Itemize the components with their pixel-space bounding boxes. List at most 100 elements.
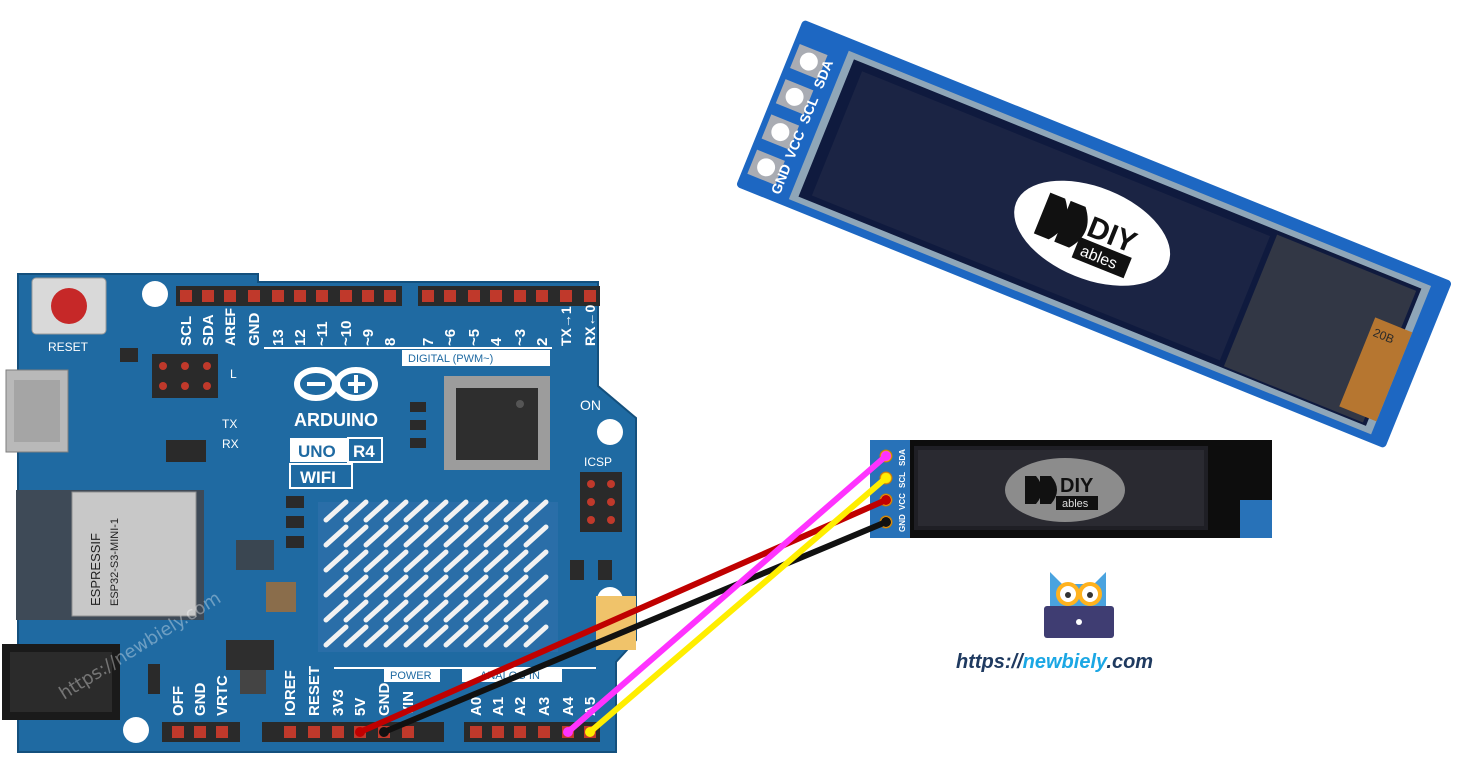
- on-label: ON: [580, 397, 601, 413]
- top-left-pin-label: AREF: [222, 307, 238, 346]
- site-prefix: https://: [956, 651, 1025, 673]
- model-uno: UNO: [298, 442, 336, 461]
- wire-2: [565, 453, 889, 735]
- top-left-pin-label: ~9: [360, 329, 377, 346]
- oled-large-pin-hole: [785, 87, 804, 106]
- top-left-pin-label: 8: [382, 338, 399, 346]
- oled-large-pin-hole: [771, 123, 790, 142]
- digital-label: DIGITAL (PWM~): [408, 353, 493, 365]
- power-pin-2: [332, 726, 344, 738]
- top-right-pin-3: [490, 290, 502, 302]
- top-left-pin-label: SCL: [178, 316, 195, 346]
- wire-end-board: [355, 727, 365, 737]
- bottom-left-pin-1: [194, 726, 206, 738]
- analog-pin-2: [514, 726, 526, 738]
- led-matrix: [318, 499, 558, 652]
- top-left-pin-2: [224, 290, 236, 302]
- wire-3: [587, 475, 889, 735]
- bottom-left-pin-2: [216, 726, 228, 738]
- top-right-pin-0: [422, 290, 434, 302]
- top-left-pin-label: ~11: [314, 321, 331, 346]
- wire-end-board: [563, 727, 573, 737]
- top-right-pin-1: [444, 290, 456, 302]
- top-left-pin-6: [316, 290, 328, 302]
- model-wifi: WIFI: [300, 468, 336, 487]
- top-right-pin-label: 7: [420, 338, 437, 346]
- analog-pin-label: A1: [490, 697, 507, 716]
- top-left-pin-label: SDA: [200, 314, 217, 346]
- power-pin-5: [402, 726, 414, 738]
- power-pin-label: RESET: [306, 666, 323, 716]
- top-left-pin-label: 12: [292, 329, 309, 346]
- power-pin-label: GND: [376, 683, 393, 717]
- power-label: POWER: [390, 670, 432, 682]
- wires: [355, 451, 891, 737]
- power-pin-label: IOREF: [282, 670, 299, 716]
- oled-large-pin-hole: [757, 158, 776, 177]
- bottom-left-pin-0: [172, 726, 184, 738]
- oled-small-logo-main: DIY: [1060, 475, 1094, 497]
- module-label-2: ESP32-S3-MINI-1: [109, 518, 121, 606]
- tx-label: TX: [222, 417, 237, 431]
- oled-large-pin-hole: [799, 52, 818, 71]
- analog-pin-label: A2: [512, 697, 529, 716]
- top-right-pin-4: [514, 290, 526, 302]
- top-left-pin-1: [202, 290, 214, 302]
- oled-small-pin-label: GND: [898, 514, 907, 532]
- top-right-pin-7: [584, 290, 596, 302]
- arduino-logo: [294, 367, 378, 401]
- top-right-pin-label: ~3: [512, 329, 529, 346]
- model-r4: R4: [353, 442, 375, 461]
- power-pin-label: 5V: [352, 698, 369, 716]
- module-label-1: ESPRESSIF: [88, 533, 103, 606]
- wire-end-board: [585, 727, 595, 737]
- analog-pin-3: [538, 726, 550, 738]
- analog-pin-label: A3: [536, 697, 553, 716]
- wire-0: [357, 497, 889, 735]
- top-right-pin-label: RX←0: [582, 305, 598, 346]
- analog-pin-label: A0: [468, 697, 485, 716]
- l-label: L: [230, 367, 237, 381]
- wire-end-board: [379, 727, 389, 737]
- wire-end-oled: [881, 495, 891, 505]
- analog-pin-0: [470, 726, 482, 738]
- site-url[interactable]: https://newbiely.com: [956, 651, 1153, 673]
- top-left-pin-4: [272, 290, 284, 302]
- power-pin-0: [284, 726, 296, 738]
- top-right-pin-label: 4: [488, 337, 505, 346]
- brand-label: ARDUINO: [294, 410, 378, 430]
- top-left-pin-label: ~10: [338, 321, 355, 346]
- owl-logo-icon: [1044, 572, 1114, 638]
- top-right-pin-label: 2: [534, 338, 551, 346]
- wire-end-oled: [881, 451, 891, 461]
- oled-large-watermark: om: [1153, 92, 1195, 128]
- top-left-pin-9: [384, 290, 396, 302]
- top-left-pin-8: [362, 290, 374, 302]
- top-left-pin-0: [180, 290, 192, 302]
- top-right-pin-6: [560, 290, 572, 302]
- top-left-pin-3: [248, 290, 260, 302]
- power-pin-1: [308, 726, 320, 738]
- analog-pin-label: A4: [560, 696, 577, 716]
- arduino-board: RESET ESPRESSIF ESP32-S3-MINI-1 ICSP: [2, 273, 637, 753]
- power-pin-label: 3V3: [330, 689, 347, 716]
- top-left-pin-7: [340, 290, 352, 302]
- wire-end-oled: [881, 473, 891, 483]
- wire-end-oled: [881, 517, 891, 527]
- top-right-pin-label: TX→1: [558, 306, 574, 346]
- top-right-pin-label: ~5: [466, 329, 483, 346]
- top-right-pin-2: [468, 290, 480, 302]
- bottom-left-pin-label: OFF: [170, 686, 187, 716]
- oled-small-pin-label: VCC: [898, 493, 907, 510]
- site-name: newbiely: [1023, 651, 1108, 673]
- oled-small-pin-label: SCL: [898, 472, 907, 488]
- top-right-pin-5: [536, 290, 548, 302]
- oled-small-logo-sub: ables: [1062, 498, 1089, 510]
- rx-label: RX: [222, 437, 239, 451]
- top-left-pin-5: [294, 290, 306, 302]
